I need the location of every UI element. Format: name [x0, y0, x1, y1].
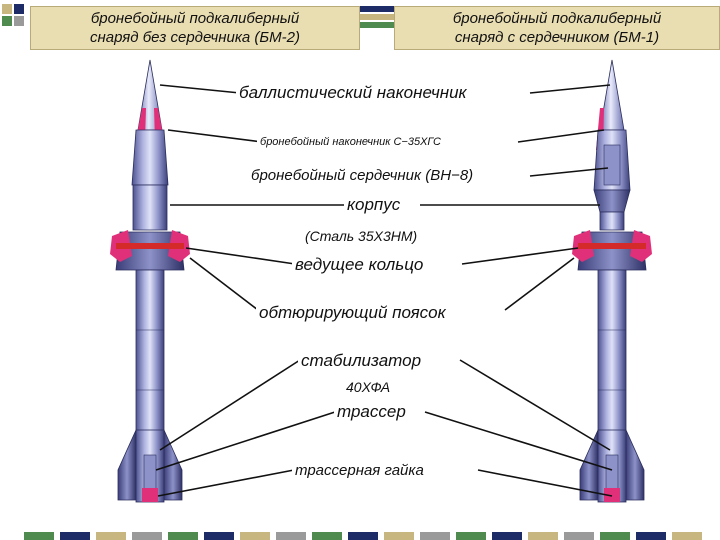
- title-left-line2: снаряд без сердечника (БМ-2): [89, 29, 300, 46]
- corner-decoration: [2, 4, 32, 34]
- label-driving-band: ведущее кольцо: [292, 255, 427, 275]
- label-ap-core: бронебойный сердечник (ВН−8): [248, 167, 477, 185]
- title-right: бронебойный подкалиберный снаряд с серде…: [394, 6, 720, 50]
- label-body: корпус: [344, 195, 404, 215]
- leader-lines: [155, 84, 613, 497]
- label-tracer: трассер: [334, 402, 409, 422]
- projectile-left: [110, 59, 190, 503]
- label-stabilizer-material: 40ХФА: [343, 379, 394, 396]
- label-tracer-nut: трассерная гайка: [292, 462, 427, 480]
- title-left-line1: бронебойный подкалиберный: [90, 10, 300, 27]
- title-separator-decoration: [356, 6, 394, 36]
- title-right-line1: бронебойный подкалиберный: [452, 10, 662, 27]
- title-left: бронебойный подкалиберный снаряд без сер…: [30, 6, 360, 50]
- title-right-line2: снаряд с сердечником (БМ-1): [454, 29, 660, 46]
- label-ap-tip: бронебойный наконечник С−35ХГС: [257, 136, 444, 149]
- label-ballistic-tip: баллистический наконечник: [236, 83, 470, 103]
- label-obturating-belt: обтюрирующий поясок: [256, 303, 449, 323]
- projectile-right: [572, 59, 652, 503]
- label-stabilizer: стабилизатор: [298, 351, 425, 371]
- bottom-decoration: [20, 532, 720, 540]
- label-steel: (Сталь 35Х3НМ): [302, 228, 421, 245]
